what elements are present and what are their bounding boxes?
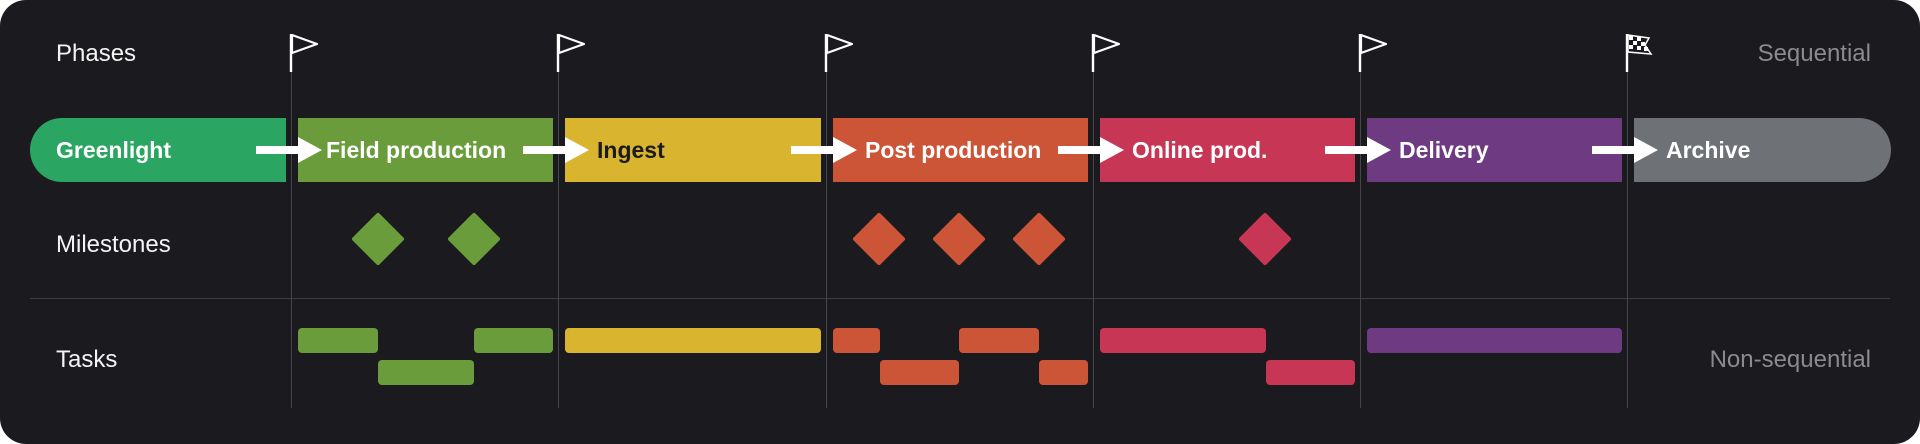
flag-icon: [556, 33, 586, 72]
phase-boundary-line: [558, 70, 559, 408]
phase-post-production: Post production: [833, 118, 1088, 182]
task-bar: [1367, 328, 1622, 353]
task-bar: [1100, 328, 1266, 353]
task-bar: [833, 328, 880, 353]
phases-row-label: Phases: [56, 40, 137, 67]
flag-icon: [1358, 33, 1388, 72]
phase-field-production: Field production: [298, 118, 553, 182]
arrow-right-icon: [523, 137, 589, 163]
phase-boundary-line: [1093, 70, 1094, 408]
task-bar: [474, 328, 553, 353]
task-bar: [959, 328, 1039, 353]
arrow-right-icon: [791, 137, 857, 163]
flag-icon: [289, 33, 319, 72]
phase-boundary-line: [1627, 70, 1628, 408]
non-sequential-note: Non-sequential: [1709, 346, 1871, 373]
tasks-row-label: Tasks: [56, 346, 118, 373]
phase-boundary-line: [826, 70, 827, 408]
task-bar: [298, 328, 378, 353]
flag-icon: [1091, 33, 1121, 72]
task-bar: [1039, 360, 1088, 385]
milestone-diamond: [351, 212, 405, 266]
milestone-diamond: [932, 212, 986, 266]
milestone-diamond: [1012, 212, 1066, 266]
phase-archive: Archive: [1634, 118, 1891, 182]
flag-icon: [824, 33, 854, 72]
milestone-diamond: [1238, 212, 1292, 266]
task-bar: [1266, 360, 1355, 385]
task-bar: [565, 328, 821, 353]
arrow-right-icon: [256, 137, 322, 163]
arrow-right-icon: [1325, 137, 1391, 163]
task-bar: [880, 360, 959, 385]
phase-boundary-line: [1360, 70, 1361, 408]
milestones-row-label: Milestones: [56, 231, 171, 258]
phase-ingest: Ingest: [565, 118, 821, 182]
checkered-flag-icon: [1625, 34, 1653, 72]
arrow-right-icon: [1592, 137, 1658, 163]
section-divider: [30, 298, 1890, 299]
arrow-right-icon: [1058, 137, 1124, 163]
phase-online-prod: Online prod.: [1100, 118, 1355, 182]
milestone-diamond: [852, 212, 906, 266]
phase-boundary-line: [291, 70, 292, 408]
phase-greenlight: Greenlight: [30, 118, 286, 182]
sequential-note: Sequential: [1757, 40, 1871, 67]
milestone-diamond: [447, 212, 501, 266]
task-bar: [378, 360, 474, 385]
phase-delivery: Delivery: [1367, 118, 1622, 182]
